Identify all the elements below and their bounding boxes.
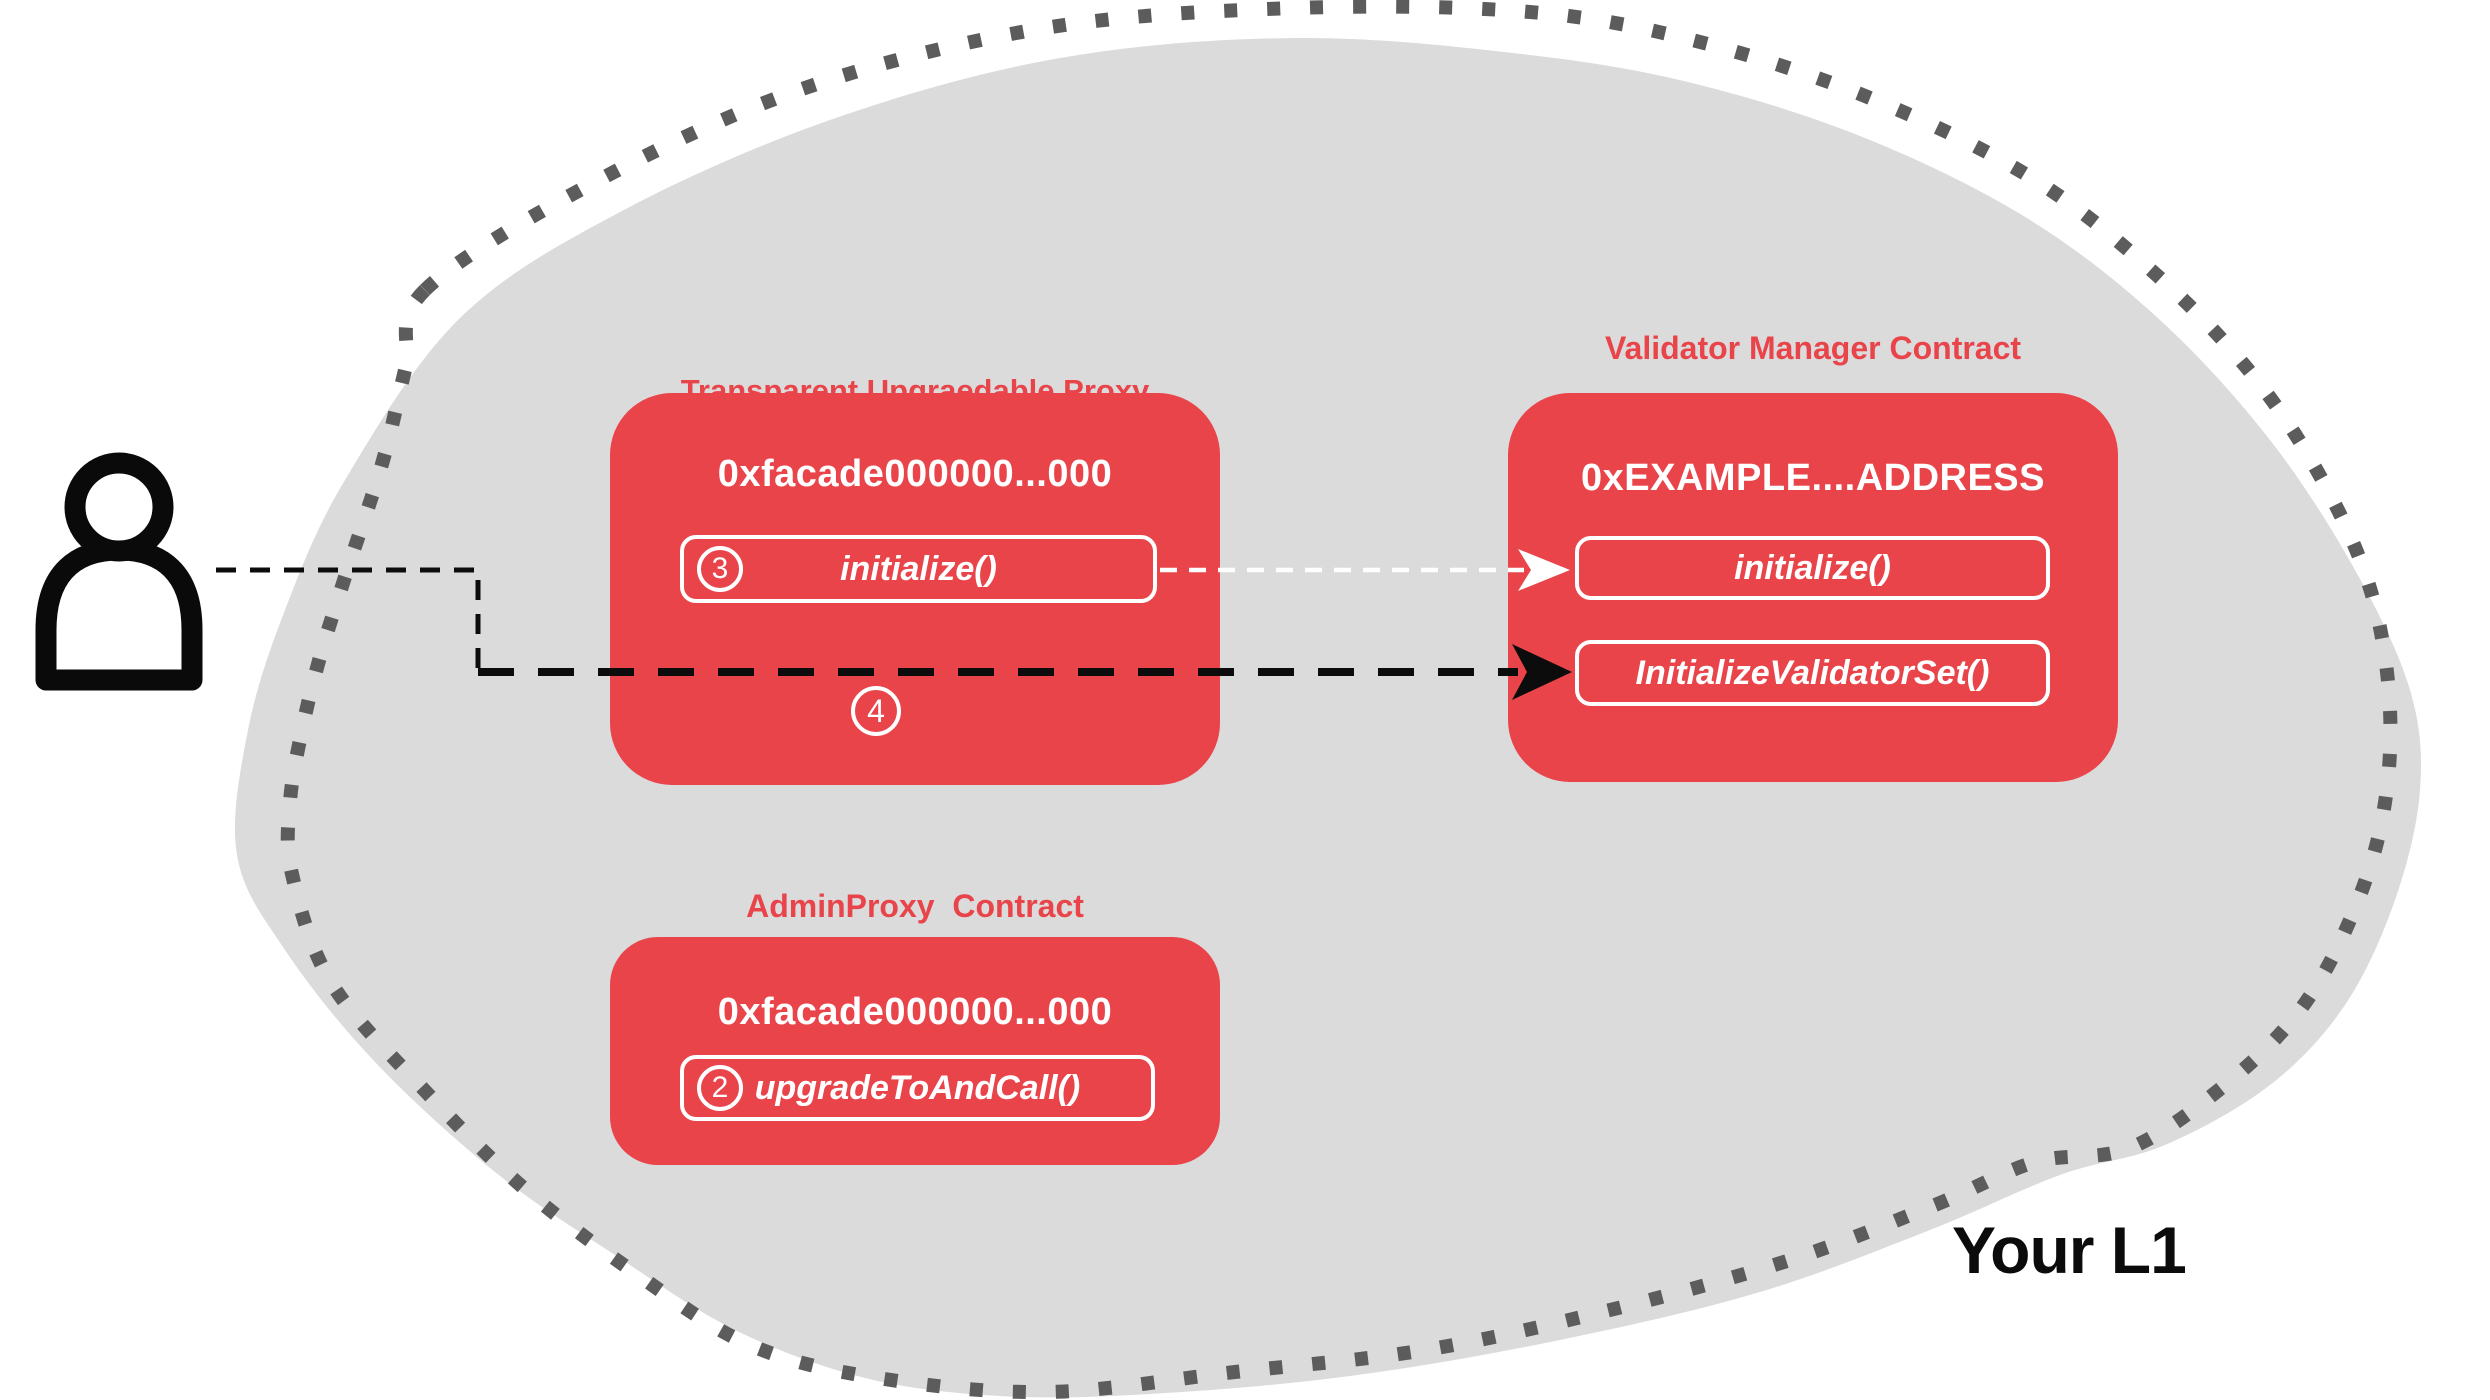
validator-manager-box: 0xEXAMPLE....ADDRESS initialize() Initia… bbox=[1508, 393, 2118, 782]
proxy-address: 0xfacade000000...000 bbox=[717, 453, 1113, 495]
upgrade-to-and-call-button: 2 upgradeToAndCall() bbox=[680, 1055, 1155, 1121]
black-arrowhead-icon bbox=[1512, 644, 1572, 700]
admin-proxy-address: 0xfacade000000...000 bbox=[717, 991, 1113, 1033]
admin-proxy-title: AdminProxy Contract bbox=[746, 888, 1084, 924]
initialize-button: 3 initialize() bbox=[680, 535, 1157, 603]
step-4-badge: 4 bbox=[851, 686, 901, 736]
validator-manager-address: 0xEXAMPLE....ADDRESS bbox=[1581, 457, 2045, 499]
initialize-button-label: initialize() bbox=[840, 549, 997, 588]
vmc-initialize-button: initialize() bbox=[1575, 536, 2050, 600]
vmc-initialize-validator-set-button: InitializeValidatorSet() bbox=[1575, 640, 2050, 706]
vmc-initialize-label: initialize() bbox=[1734, 548, 1891, 587]
your-l1-label: Your L1 bbox=[1952, 1213, 2187, 1287]
person-head bbox=[64, 452, 174, 562]
l1-dotted-border bbox=[280, 0, 2398, 1400]
proxy-contract-box: 0xfacade000000...000 3 initialize() 4 bbox=[610, 393, 1220, 785]
step-3-badge: 3 bbox=[697, 546, 743, 592]
upgrade-to-and-call-label: upgradeToAndCall() bbox=[754, 1068, 1081, 1107]
vmc-initialize-validator-set-label: InitializeValidatorSet() bbox=[1635, 653, 1990, 692]
admin-proxy-box: 0xfacade000000...000 2 upgradeToAndCall(… bbox=[610, 937, 1220, 1165]
step-2-badge: 2 bbox=[697, 1065, 743, 1111]
validator-manager-title: Validator Manager Contract bbox=[1604, 330, 2022, 366]
person-icon bbox=[35, 452, 203, 691]
user-call-line bbox=[216, 567, 481, 672]
white-arrowhead-icon bbox=[1518, 549, 1570, 591]
